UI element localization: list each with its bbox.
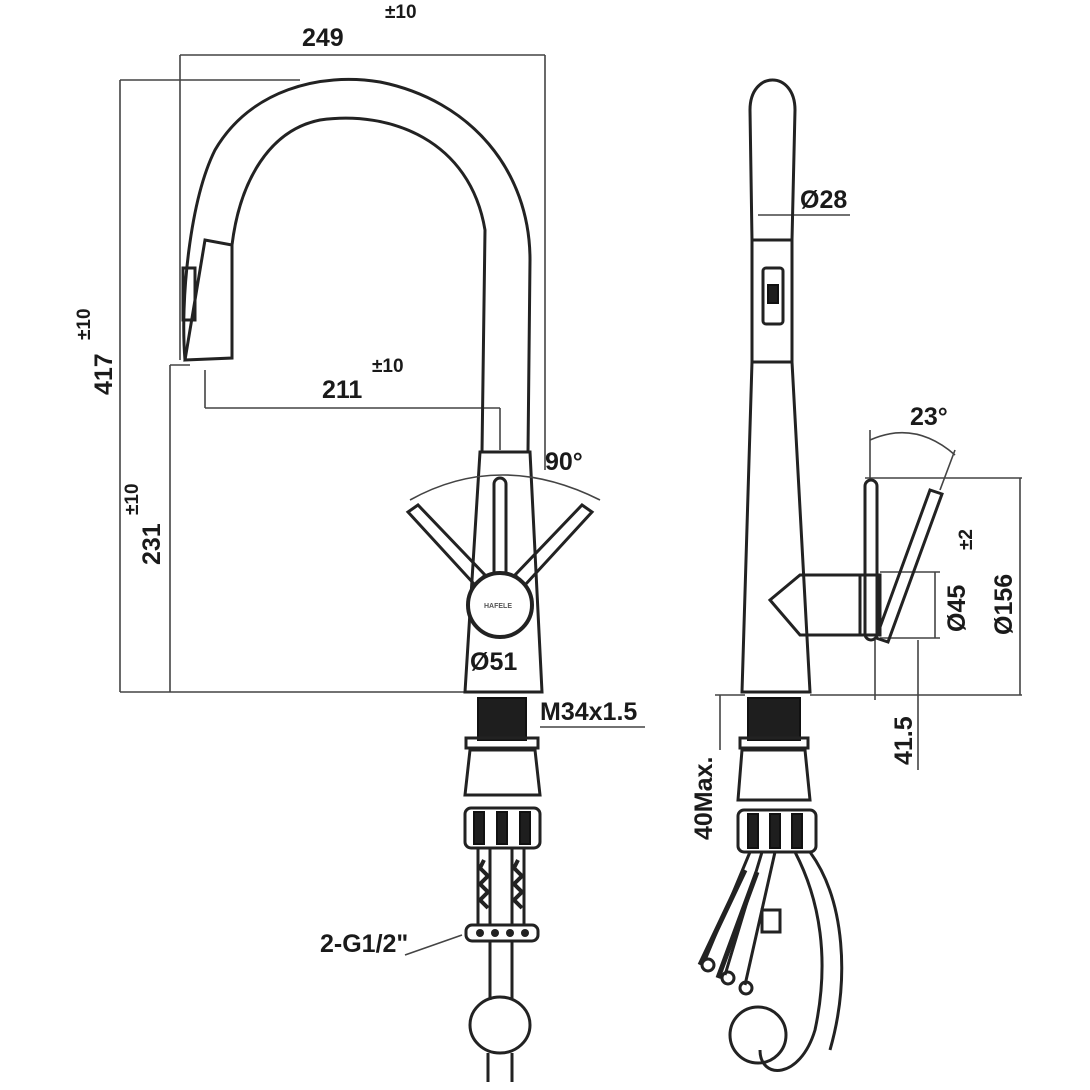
thread-spec: M34x1.5: [540, 698, 637, 726]
spout-diameter: Ø28: [800, 186, 847, 214]
max-thickness: 40Max.: [690, 757, 718, 840]
body-front: HAFELE: [405, 450, 601, 694]
reach-dim-tolerance: ±10: [372, 356, 404, 377]
base-side: [697, 697, 844, 1072]
spout-height-dim-value: 231: [138, 523, 166, 565]
lever-angle-side: 23°: [910, 403, 948, 431]
offset-dim: 41.5: [890, 716, 918, 765]
dimension-lines-front: [119, 54, 645, 956]
dimension-lines-side: [715, 214, 1022, 770]
height-tolerance: ±2: [956, 529, 977, 550]
lever-angle-front: 90°: [545, 448, 583, 476]
side-view: Ø28 23° ±2 Ø156 Ø45 41.5 40Max.: [690, 78, 1022, 1072]
brand-logo: HAFELE: [484, 603, 512, 610]
handle-side: [767, 478, 944, 644]
height-dim-value: 417: [90, 353, 118, 395]
reach-dim-value: 211: [322, 376, 362, 404]
spout-height-dim-tolerance: ±10: [122, 483, 143, 515]
front-view: 249 ±10 417 ±10 231 ±10 211 ±10 90° Ø51 …: [74, 2, 645, 1082]
body-diameter: Ø51: [470, 648, 517, 676]
spout-front: [181, 77, 532, 453]
height-dim-tolerance: ±10: [74, 308, 95, 340]
handle-diameter: Ø45: [943, 585, 971, 632]
width-dim-tolerance: ±10: [385, 2, 417, 23]
width-dim-value: 249: [302, 24, 344, 52]
height-dim-side: Ø156: [990, 574, 1018, 635]
spout-side: [740, 78, 812, 694]
connection-spec: 2-G1/2": [320, 930, 408, 958]
base-front: [463, 697, 542, 1082]
